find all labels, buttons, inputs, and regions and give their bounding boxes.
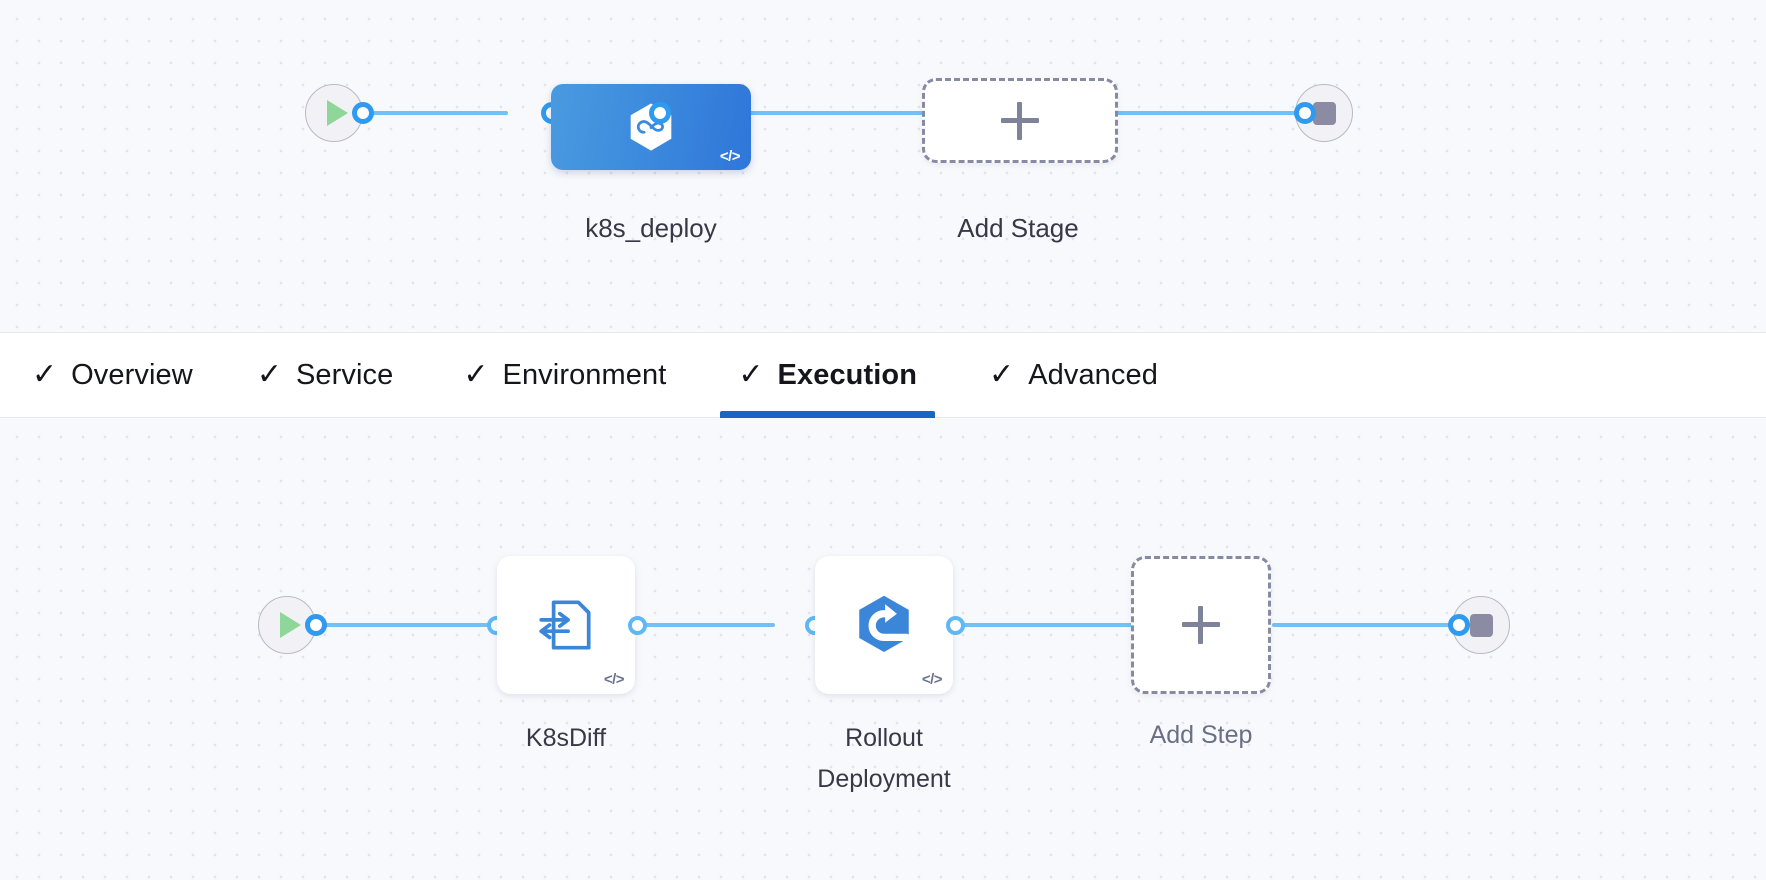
tab-label: Overview <box>71 358 193 391</box>
step-node-k8sdiff[interactable]: </> <box>497 556 635 694</box>
stage-canvas[interactable]: </> k8s_deploy Add Stage <box>0 0 1766 332</box>
connector-ring-rollout-out[interactable] <box>946 616 965 635</box>
tab-execution[interactable]: ✓ Execution <box>720 332 935 418</box>
check-icon: ✓ <box>256 358 282 391</box>
add-step-label: Add Step <box>1149 721 1253 749</box>
tab-label: Advanced <box>1028 358 1158 391</box>
connector-line-add-stage-to-end <box>1115 111 1305 115</box>
connector-ring-end-in[interactable] <box>1294 102 1316 124</box>
connector-line-start-to-stage <box>318 111 508 115</box>
stage-label-k8s-deploy: k8s_deploy <box>585 213 717 243</box>
stage-yaml-code-icon[interactable]: </> <box>719 148 741 165</box>
stage-node-k8s-deploy[interactable]: </> <box>551 84 751 170</box>
rollout-deployment-hexagon-icon <box>859 595 911 652</box>
plus-icon <box>1001 101 1039 140</box>
connector-ring-start-out[interactable] <box>352 102 374 124</box>
tab-overview[interactable]: ✓ Overview <box>32 332 193 418</box>
tab-label: Service <box>295 358 394 391</box>
connector-line-stage-to-add-stage <box>660 111 930 115</box>
play-icon <box>326 100 348 126</box>
connector-line-k8sdiff-to-rollout <box>560 623 775 627</box>
add-stage-button[interactable] <box>922 78 1118 163</box>
connector-ring-k8sdiff-out[interactable] <box>628 616 647 635</box>
step-label-rollout-deployment: Rollout Deployment <box>817 724 951 793</box>
tab-advanced[interactable]: ✓ Advanced <box>989 332 1158 418</box>
connector-ring-stage-out[interactable] <box>649 102 671 124</box>
play-icon <box>279 612 301 638</box>
execution-end-node[interactable] <box>1452 596 1510 654</box>
connector-ring-exec-start-out[interactable] <box>305 614 327 636</box>
check-icon: ✓ <box>989 358 1015 391</box>
connector-ring-exec-end-in[interactable] <box>1448 614 1470 636</box>
stop-icon <box>1312 101 1336 125</box>
connector-line-rollout-to-add-step <box>840 623 1140 627</box>
tab-environment[interactable]: ✓ Environment <box>463 332 666 418</box>
stop-icon <box>1469 613 1493 637</box>
add-stage-label: Add Stage <box>957 213 1079 243</box>
connector-line-start-to-k8sdiff <box>278 623 508 627</box>
check-icon: ✓ <box>738 358 764 391</box>
check-icon: ✓ <box>463 358 489 391</box>
check-icon: ✓ <box>32 358 58 391</box>
tab-service[interactable]: ✓ Service <box>257 332 394 418</box>
tab-label: Execution <box>777 358 918 391</box>
execution-step-canvas[interactable]: </> K8sDiff </> Rollout Deployment Add S… <box>0 418 1766 880</box>
step-label-k8sdiff: K8sDiff <box>525 724 607 752</box>
connector-line-add-step-to-end <box>1272 623 1462 627</box>
plus-icon <box>1182 606 1220 644</box>
step-yaml-code-icon[interactable]: </> <box>921 671 943 688</box>
k8s-diff-document-icon <box>539 600 591 650</box>
stage-config-tabbar: ✓ Overview ✓ Service ✓ Environment ✓ Exe… <box>0 332 1766 418</box>
tab-label: Environment <box>502 358 667 391</box>
add-step-button[interactable] <box>1131 556 1271 694</box>
step-yaml-code-icon[interactable]: </> <box>603 671 625 688</box>
step-node-rollout-deployment[interactable]: </> <box>815 556 953 694</box>
